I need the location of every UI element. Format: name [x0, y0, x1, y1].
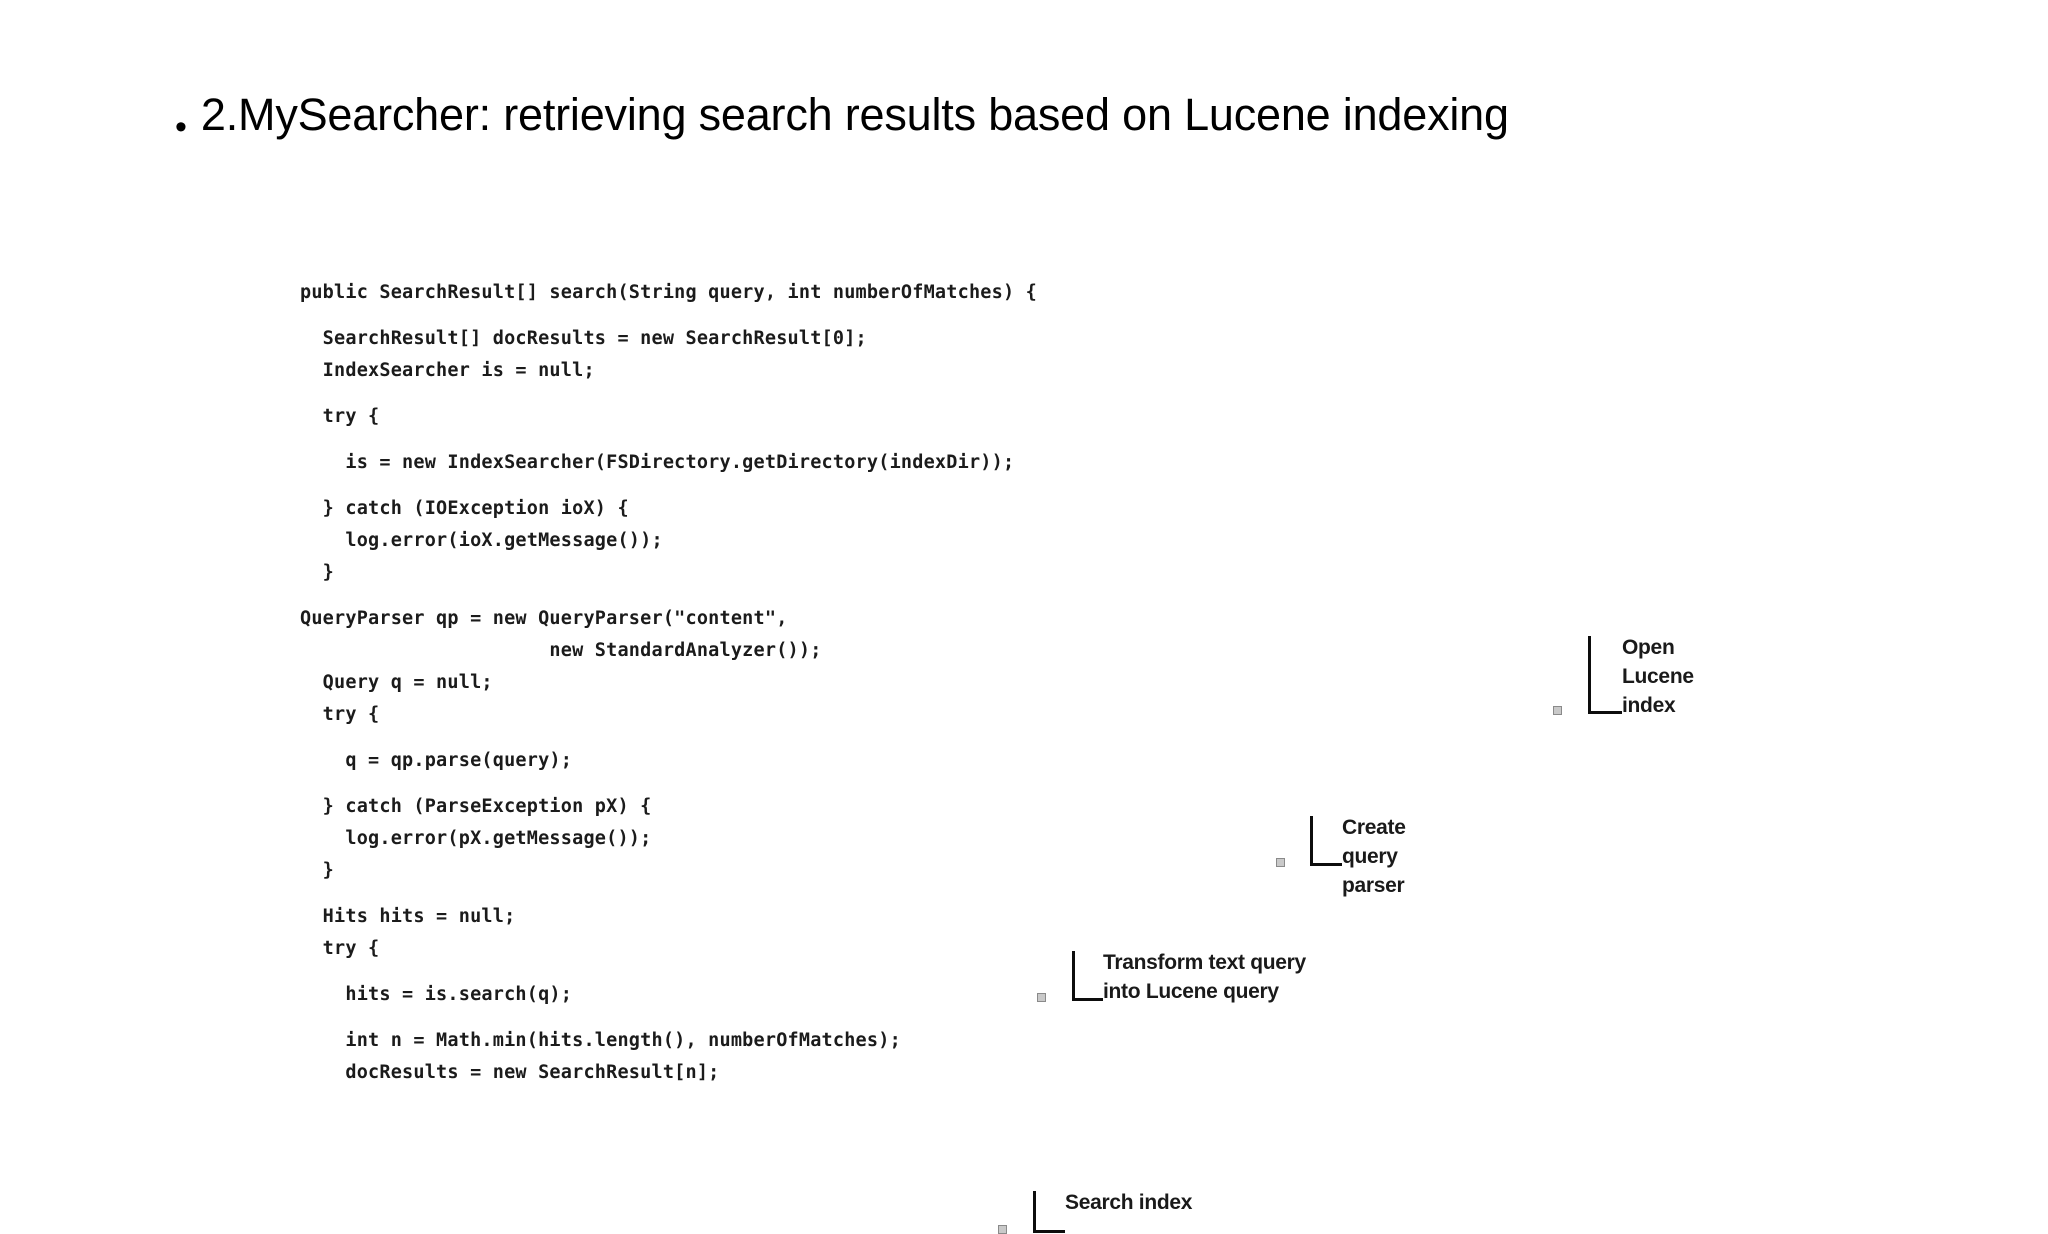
code-line: log.error(ioX.getMessage()); — [300, 529, 663, 551]
code-line: hits = is.search(q); — [300, 983, 573, 1005]
code-line: QueryParser qp = new QueryParser("conten… — [300, 607, 788, 629]
code-figure: public SearchResult[] search(String quer… — [300, 258, 1694, 1234]
code-line: public SearchResult[] search(String quer… — [300, 281, 1037, 303]
slide-canvas: • 2.MySearcher: retrieving search result… — [175, 88, 1695, 1234]
callout-anchor-create-query-parser — [1276, 858, 1285, 867]
code-line — [300, 1011, 1037, 1025]
code-line: } — [300, 561, 335, 583]
code-line: } catch (ParseException pX) { — [300, 795, 652, 817]
code-line — [300, 387, 1037, 401]
code-line: int n = Math.min(hits.length(), numberOf… — [300, 1029, 901, 1051]
page-title: 2.MySearcher: retrieving search results … — [200, 89, 1509, 140]
code-line: try { — [300, 703, 380, 725]
code-line: Hits hits = null; — [300, 905, 516, 927]
code-line — [300, 965, 1037, 979]
annotation-open-lucene-index: Open Lucene index — [1622, 636, 1694, 717]
code-line: new StandardAnalyzer()); — [300, 639, 822, 661]
code-line: } — [300, 859, 335, 881]
code-line — [300, 479, 1037, 493]
code-line: docResults = new SearchResult[n]; — [300, 1061, 720, 1083]
code-line: try { — [300, 937, 380, 959]
callout-bracket-create-query-parser — [1310, 816, 1342, 866]
callout-bracket-transform-query — [1072, 951, 1103, 1001]
code-line: Query q = null; — [300, 671, 493, 693]
bullet-icon: • — [175, 108, 187, 146]
code-line — [300, 309, 1037, 323]
code-line — [300, 433, 1037, 447]
code-line: try { — [300, 405, 380, 427]
code-line: IndexSearcher is = null; — [300, 359, 595, 381]
code-block: public SearchResult[] search(String quer… — [300, 277, 1037, 1089]
code-line — [300, 589, 1037, 603]
callout-anchor-transform-query — [1037, 993, 1046, 1002]
annotation-search-index: Search index — [1065, 1191, 1193, 1214]
callout-bracket-search-index — [1033, 1191, 1065, 1233]
callout-anchor-open-lucene-index — [1553, 706, 1562, 715]
code-line — [300, 887, 1037, 901]
annotation-transform-query: Transform text query into Lucene query — [1103, 951, 1306, 1003]
code-line: q = qp.parse(query); — [300, 749, 573, 771]
code-line: SearchResult[] docResults = new SearchRe… — [300, 327, 867, 349]
annotation-create-query-parser: Create query parser — [1342, 816, 1406, 897]
code-line: } catch (IOException ioX) { — [300, 497, 629, 519]
slide-title-block: • 2.MySearcher: retrieving search result… — [175, 88, 1635, 144]
callout-anchor-search-index — [998, 1225, 1007, 1234]
callout-bracket-open-lucene-index — [1588, 636, 1622, 714]
code-line: log.error(pX.getMessage()); — [300, 827, 652, 849]
code-line: is = new IndexSearcher(FSDirectory.getDi… — [300, 451, 1015, 473]
code-line — [300, 777, 1037, 791]
code-line — [300, 731, 1037, 745]
